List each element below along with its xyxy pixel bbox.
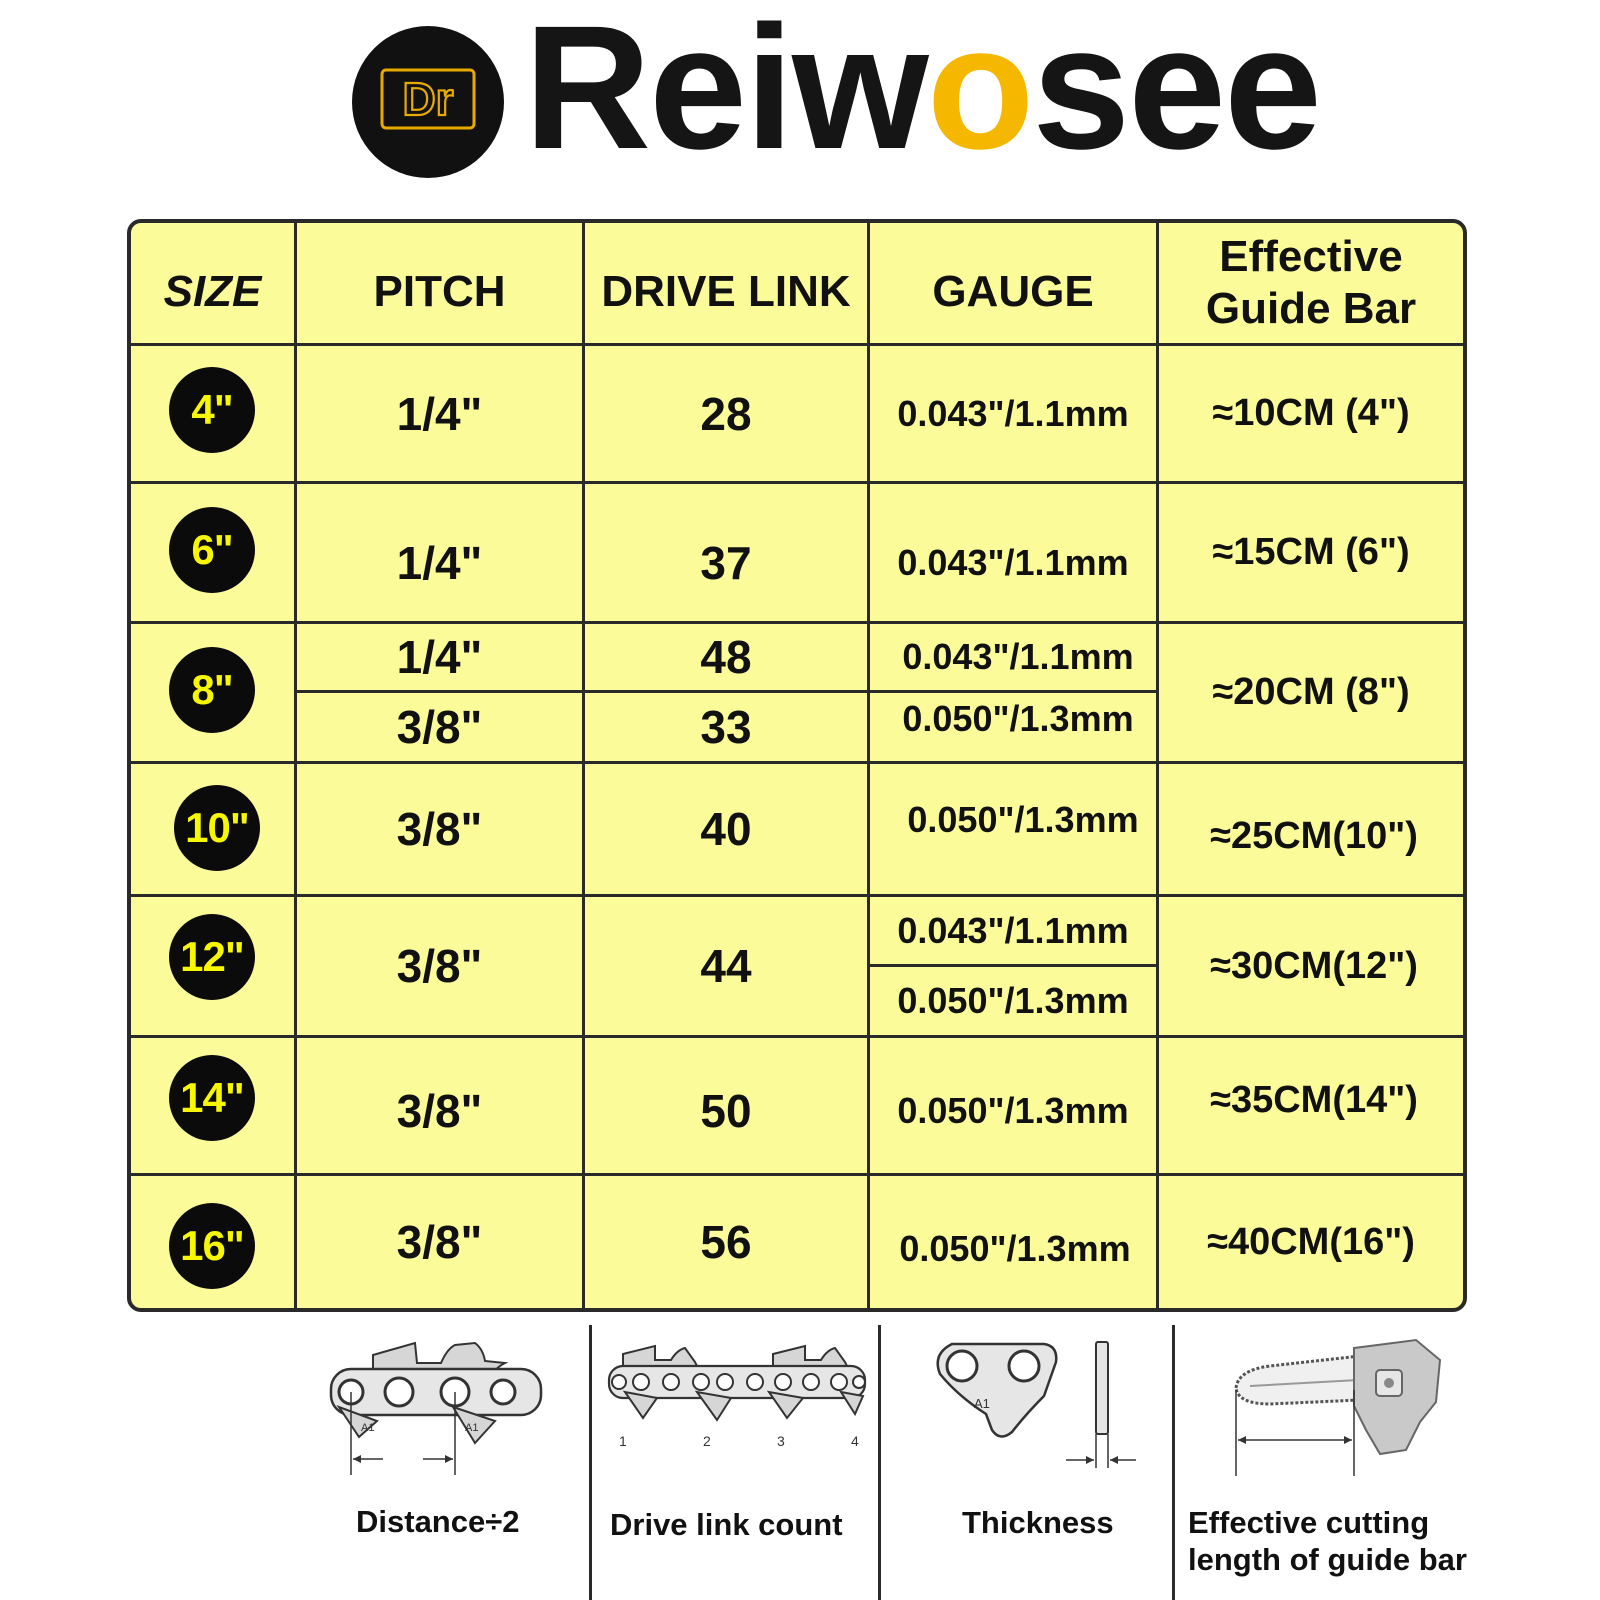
gauge-value: 0.043"/1.1mm [897,541,1129,583]
drive-link-value: 48 [700,631,752,683]
drive-link-value: 28 [700,387,752,440]
guide-bar-value: ≈15CM (6") [1212,531,1410,573]
guide-bar-caption-line1: Effective cutting [1188,1505,1430,1540]
column-divider [867,223,870,1308]
header-gauge: GAUGE [932,266,1094,316]
brand-name: Reiwosee [524,0,1322,176]
gauge-link-diagram: A1 [936,1341,1136,1468]
guide-bar-value: ≈10CM (4") [1212,392,1410,434]
pitch-value: 3/8" [396,701,483,753]
size-badge: 8" [169,647,255,733]
guide-bar-value: ≈30CM(12") [1210,944,1418,987]
size-badge: 10" [174,785,260,871]
link-count-3: 3 [777,1433,785,1449]
subrow-divider [294,690,1156,693]
logo-badge-icon: Dr [380,68,476,130]
gauge-value: 0.043"/1.1mm [897,909,1129,951]
pitch-value: 1/4" [396,387,483,440]
row-divider [131,621,1463,624]
size-badge: 16" [169,1203,255,1289]
row-divider [131,343,1463,346]
brand-name-accent: o [926,0,1035,186]
header-guide-bar-line1: Effective [1219,232,1403,282]
gauge-value: 0.050"/1.3mm [899,1228,1131,1269]
brand-name-end: see [1032,0,1322,186]
logo-badge-text: Dr [402,73,453,125]
brand-name-start: Reiw [524,0,929,186]
header-pitch: PITCH [373,266,506,316]
link-mark: A1 [361,1422,374,1434]
header-guide-bar: Effective Guide Bar [1159,223,1463,343]
column-divider [582,223,585,1308]
size-badge: 12" [169,914,255,1000]
header-size: SIZE [163,266,262,316]
brand-logo: Dr Reiwosee [352,0,1322,178]
diagram-divider [589,1325,592,1600]
size-badge: 14" [169,1055,255,1141]
column-divider [1156,223,1159,1308]
drive-link-value: 56 [700,1216,752,1268]
guide-bar-diagram [1234,1338,1442,1476]
guide-bar-caption: Effective cutting length of guide bar [1188,1505,1467,1578]
guide-bar-value: ≈35CM(14") [1210,1079,1418,1121]
gauge-caption: Thickness [962,1505,1114,1540]
gauge-value: 0.050"/1.3mm [902,698,1134,739]
pitch-value: 3/8" [396,1216,483,1268]
guide-bar-value: ≈25CM(10") [1210,814,1418,857]
pitch-chain-diagram: A1 A1 [329,1341,543,1475]
diagram-divider [1172,1325,1175,1600]
drive-link-value: 44 [700,940,752,992]
drive-link-value: 50 [700,1084,752,1137]
row-divider [131,894,1463,897]
row-divider [131,1035,1463,1038]
drive-link-chain-diagram: 1 2 3 4 [607,1344,867,1449]
logo-circle [352,26,504,178]
link-mark: A1 [465,1422,478,1434]
gauge-value: 0.043"/1.1mm [897,392,1129,434]
subrow-divider [867,964,1156,967]
diagram-divider [878,1325,881,1600]
row-divider [131,481,1463,484]
drive-link-caption: Drive link count [610,1507,843,1542]
size-badge: 4" [169,367,255,453]
guide-bar-value: ≈40CM(16") [1207,1220,1415,1263]
gauge-value: 0.050"/1.3mm [907,799,1139,840]
link-count-2: 2 [703,1433,711,1449]
header-drive-link: DRIVE LINK [601,266,851,316]
pitch-value: 1/4" [396,536,483,589]
link-count-4: 4 [851,1433,859,1449]
column-divider [294,223,297,1308]
size-badge: 6" [169,507,255,593]
header-guide-bar-line2: Guide Bar [1205,284,1417,333]
link-count-1: 1 [619,1433,627,1449]
drive-link-value: 40 [700,803,752,855]
link-mark: A1 [974,1396,990,1411]
guide-bar-caption-line2: length of guide bar [1188,1541,1467,1577]
pitch-value: 3/8" [396,803,483,855]
gauge-value: 0.050"/1.3mm [897,1089,1129,1131]
gauge-value: 0.043"/1.1mm [902,636,1134,677]
pitch-value: 3/8" [396,1084,483,1137]
gauge-value: 0.050"/1.3mm [897,980,1129,1021]
guide-bar-value: ≈20CM (8") [1212,671,1410,713]
pitch-caption: Distance÷2 [356,1504,520,1539]
pitch-value: 3/8" [396,940,483,992]
row-divider [131,1173,1463,1176]
pitch-value: 1/4" [396,631,483,683]
drive-link-value: 37 [700,536,752,589]
drive-link-value: 33 [700,701,752,753]
row-divider [131,761,1463,764]
spec-table: SIZE PITCH DRIVE LINK GAUGE Effective Gu… [127,219,1467,1312]
